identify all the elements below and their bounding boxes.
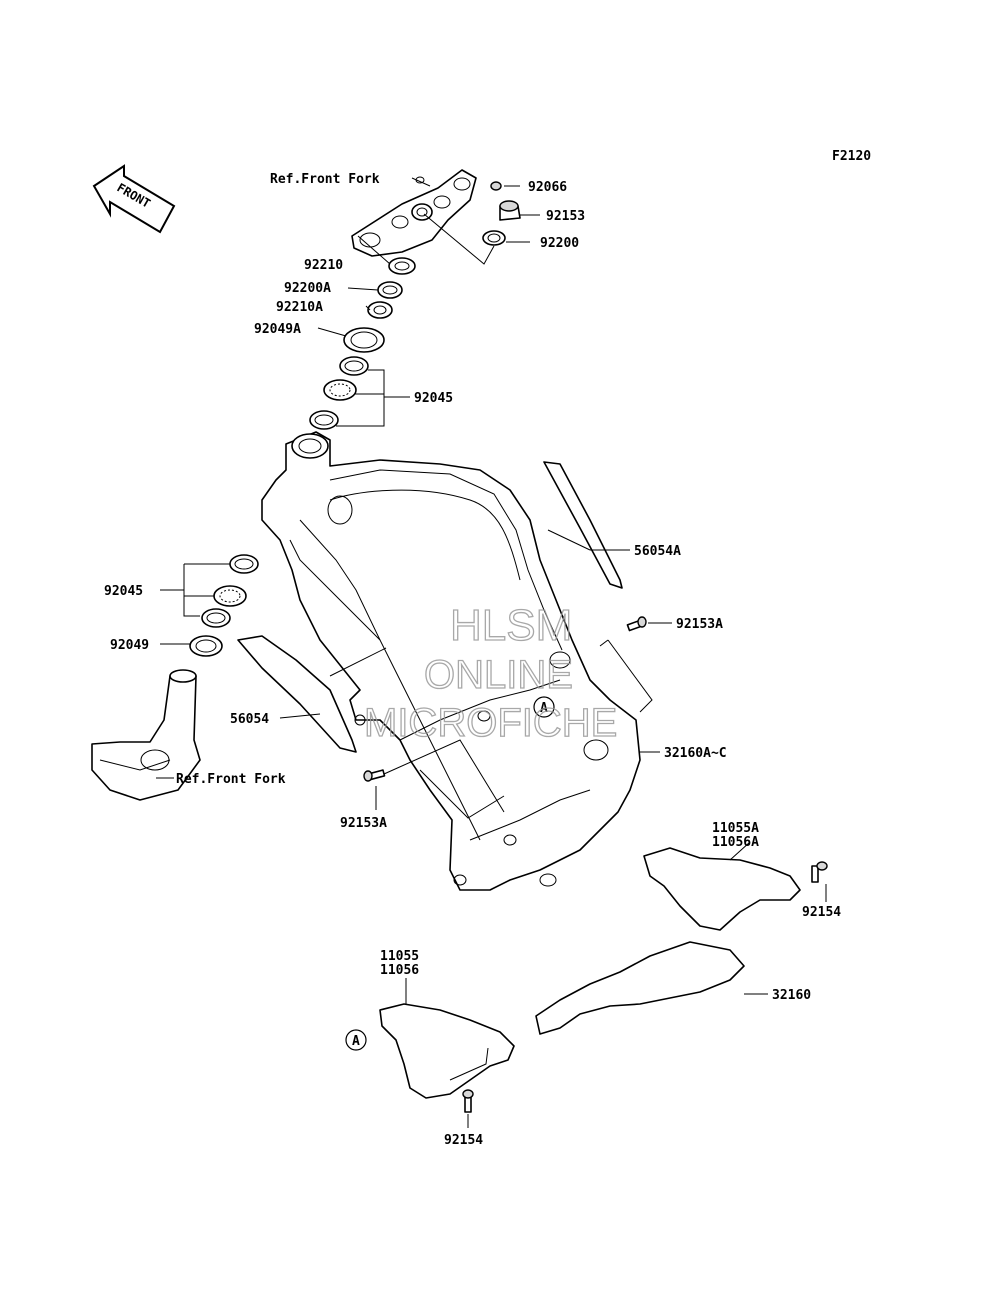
- label-92210: 92210: [304, 258, 343, 273]
- part-56054-pad: [237, 635, 357, 753]
- front-arrow-icon: FRONT: [92, 164, 176, 234]
- watermark-line3: MICROFICHE: [364, 701, 617, 745]
- label-11056: 11056: [380, 963, 419, 978]
- svg-text:A: A: [540, 701, 548, 716]
- lower-triple-clamp: [91, 669, 201, 801]
- callout-a-bracket: A: [345, 1029, 367, 1051]
- part-92200A: [377, 281, 403, 299]
- label-11056A: 11056A: [712, 835, 759, 850]
- leader-lines: [156, 177, 827, 1128]
- label-92049A: 92049A: [254, 322, 301, 337]
- label-11055: 11055: [380, 949, 419, 964]
- svg-text:A: A: [352, 1034, 360, 1049]
- bolt-92154-right: [811, 861, 828, 883]
- bolt-92153A-bottom: [363, 769, 386, 782]
- label-32160A-C: 32160A~C: [664, 746, 727, 761]
- part-92045-bottom-cup: [201, 608, 231, 628]
- label-92200: 92200: [540, 236, 579, 251]
- part-92045-bottom-bearing: [213, 585, 247, 607]
- label-92153A-bottom: 92153A: [340, 816, 387, 831]
- part-92210A: [367, 301, 393, 319]
- part-92049A: [343, 327, 385, 353]
- label-92154-bottom: 92154: [444, 1133, 483, 1148]
- label-92049: 92049: [110, 638, 149, 653]
- label-92210A: 92210A: [276, 300, 323, 315]
- watermark-line2: ONLINE: [424, 653, 573, 697]
- part-92045-top-cup: [309, 410, 339, 430]
- bolt-92153A-right: [626, 616, 647, 632]
- label-92066: 92066: [528, 180, 567, 195]
- part-92045-bottom-race: [229, 554, 259, 574]
- label-56054: 56054: [230, 712, 269, 727]
- main-frame: [261, 431, 641, 891]
- label-92045-left: 92045: [104, 584, 143, 599]
- label-92154-right: 92154: [802, 905, 841, 920]
- label-92153: 92153: [546, 209, 585, 224]
- part-92066: [490, 181, 502, 191]
- label-ref-front-fork-top: Ref.Front Fork: [270, 172, 380, 187]
- part-92153: [499, 200, 521, 221]
- label-11055A: 11055A: [712, 821, 759, 836]
- figure-code: F2120: [832, 149, 871, 164]
- label-ref-front-fork-bottom: Ref.Front Fork: [176, 772, 286, 787]
- label-92200A: 92200A: [284, 281, 331, 296]
- part-92049-seal: [189, 635, 223, 657]
- bracket-11055: [379, 1003, 515, 1099]
- label-92045-top: 92045: [414, 391, 453, 406]
- label-56054A: 56054A: [634, 544, 681, 559]
- watermark: HLSM ONLINE MICROFICHE: [363, 600, 618, 745]
- bolt-92154-bottom: [462, 1089, 474, 1113]
- subframe-32160: [535, 941, 745, 1035]
- label-92153A-right: 92153A: [676, 617, 723, 632]
- part-56054A-pad: [543, 461, 623, 589]
- part-92200: [482, 230, 506, 246]
- part-92210: [388, 257, 416, 275]
- part-92045-top-race: [339, 356, 369, 376]
- callout-a-frame: A: [533, 696, 555, 718]
- part-92045-top-bearing: [323, 379, 357, 401]
- bracket-11055A: [643, 847, 801, 931]
- label-32160: 32160: [772, 988, 811, 1003]
- watermark-line1: HLSM: [450, 601, 572, 650]
